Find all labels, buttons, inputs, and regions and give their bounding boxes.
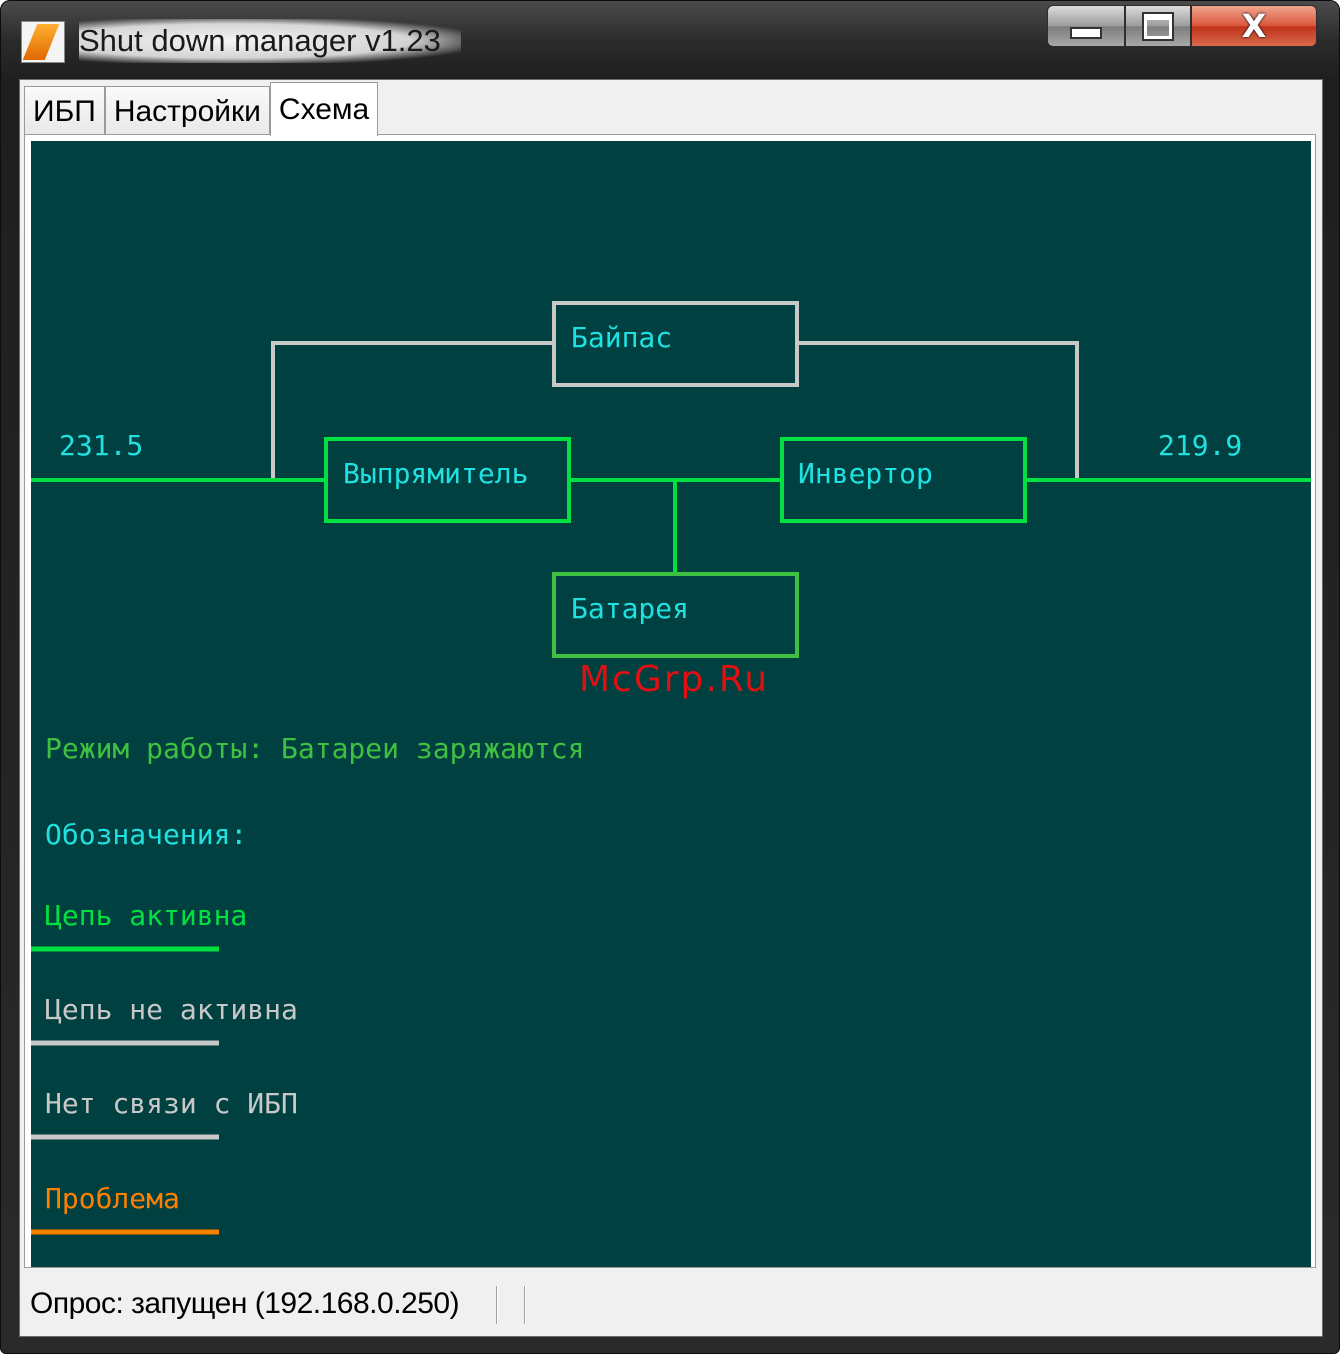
legend-inactive-label: Цепь не активна xyxy=(45,993,298,1026)
legend-title: Обозначения: xyxy=(45,818,247,851)
watermark: McGrp.Ru xyxy=(579,659,769,700)
app-logo-icon xyxy=(21,21,65,63)
close-icon: X xyxy=(1242,10,1267,42)
tab-ups[interactable]: ИБП xyxy=(24,86,105,136)
tab-panel: 231.5 219.9 Байпас Выпрямитель Инвертор … xyxy=(24,134,1316,1268)
tab-schema[interactable]: Схема xyxy=(270,82,378,136)
status-separator xyxy=(496,1286,498,1324)
legend-active-label: Цепь активна xyxy=(45,899,247,932)
minimize-button[interactable] xyxy=(1047,5,1125,47)
close-button[interactable]: X xyxy=(1191,5,1317,47)
bypass-label: Байпас xyxy=(571,321,672,354)
tab-settings[interactable]: Настройки xyxy=(105,86,270,136)
legend-no-link-label: Нет связи с ИБП xyxy=(45,1087,298,1120)
legend-problem-label: Проблема xyxy=(45,1182,180,1215)
maximize-button[interactable] xyxy=(1125,5,1191,47)
battery-label: Батарея xyxy=(571,592,689,625)
maximize-icon xyxy=(1144,14,1172,39)
window-title: Shut down manager v1.23 xyxy=(79,19,461,63)
status-text: Опрос: запущен (192.168.0.250) xyxy=(30,1284,459,1324)
mode-text: Режим работы: Батареи заряжаются xyxy=(45,732,584,765)
tab-bar: ИБП Настройки Схема xyxy=(24,82,378,136)
status-separator xyxy=(524,1286,526,1324)
title-bar[interactable]: Shut down manager v1.23 X xyxy=(1,1,1340,79)
rectifier-label: Выпрямитель xyxy=(343,457,528,490)
ups-schema: 231.5 219.9 Байпас Выпрямитель Инвертор … xyxy=(31,141,1311,1267)
client-area: ИБП Настройки Схема xyxy=(19,79,1323,1337)
status-bar: Опрос: запущен (192.168.0.250) xyxy=(20,1276,1322,1332)
inverter-label: Инвертор xyxy=(798,457,933,490)
input-voltage: 231.5 xyxy=(59,429,143,462)
output-voltage: 219.9 xyxy=(1158,429,1242,462)
minimize-icon xyxy=(1070,27,1102,39)
